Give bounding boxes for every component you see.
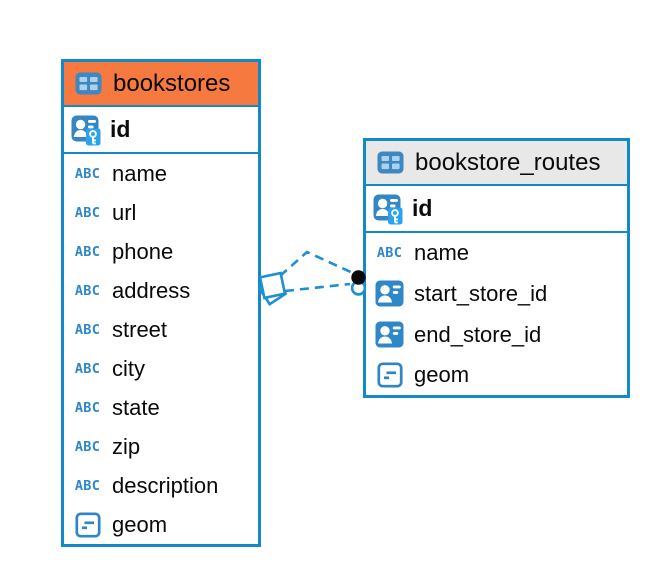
field-name: zip [112, 433, 141, 459]
primary-key-icon [71, 114, 102, 146]
text-type-icon: ABC [74, 477, 101, 494]
field-row[interactable]: geom [64, 505, 258, 544]
field-list: ABC name ABC url ABC phone ABC address A… [64, 154, 258, 544]
table-bookstores: bookstores id A [61, 59, 261, 547]
field-name: city [112, 355, 145, 381]
field-name: name [112, 160, 168, 186]
field-row[interactable]: ABC description [64, 466, 258, 505]
relationship-dot-marker[interactable] [350, 270, 367, 296]
field-name: start_store_id [414, 280, 548, 306]
reference-type-icon [374, 321, 405, 348]
field-name: description [112, 472, 219, 498]
field-row-pk[interactable]: id [366, 186, 627, 233]
field-row[interactable]: ABC city [64, 349, 258, 388]
field-name: geom [112, 511, 168, 537]
field-row[interactable]: ABC address [64, 271, 258, 310]
text-type-icon: ABC [74, 204, 101, 221]
field-row[interactable]: ABC url [64, 193, 258, 232]
field-name: geom [414, 362, 470, 387]
text-type-icon: ABC [74, 399, 101, 416]
field-name: phone [112, 238, 174, 264]
table-bookstores-header[interactable]: bookstores [64, 62, 258, 107]
text-type-icon: ABC [74, 282, 101, 299]
primary-key-icon [373, 193, 404, 225]
relationship-line[interactable] [279, 250, 354, 277]
field-row[interactable]: geom [366, 355, 627, 395]
field-row[interactable]: ABC state [64, 388, 258, 427]
table-icon [73, 72, 104, 95]
field-name: address [112, 277, 191, 303]
field-row[interactable]: end_store_id [366, 314, 627, 355]
reference-type-icon [374, 280, 405, 307]
table-bookstore-routes-header[interactable]: bookstore_routes [366, 141, 627, 186]
text-type-icon: ABC [74, 243, 101, 260]
table-name: bookstore_routes [415, 148, 601, 176]
field-list: ABC name start_store_id [366, 233, 627, 395]
field-row[interactable]: ABC name [64, 154, 258, 193]
text-type-icon: ABC [376, 245, 403, 261]
geometry-type-icon [374, 362, 405, 388]
table-bookstore-routes: bookstore_routes id [363, 138, 630, 398]
text-type-icon: ABC [74, 360, 101, 377]
relationship-diamond-marker[interactable] [257, 271, 288, 306]
field-row[interactable]: ABC phone [64, 232, 258, 271]
field-row-pk[interactable]: id [64, 107, 258, 154]
field-name: id [110, 116, 131, 142]
field-row[interactable]: ABC street [64, 310, 258, 349]
field-name: street [112, 316, 168, 342]
field-row[interactable]: start_store_id [366, 273, 627, 314]
field-name: end_store_id [414, 321, 542, 347]
field-name: url [112, 199, 137, 225]
text-type-icon: ABC [74, 438, 101, 455]
field-row[interactable]: ABC zip [64, 427, 258, 466]
relationship-line[interactable] [284, 282, 351, 293]
field-row[interactable]: ABC name [366, 233, 627, 273]
geometry-type-icon [72, 511, 103, 538]
field-name: state [112, 394, 160, 420]
table-icon [375, 151, 406, 174]
text-type-icon: ABC [74, 165, 101, 182]
field-name: name [414, 240, 470, 265]
table-name: bookstores [113, 69, 231, 97]
text-type-icon: ABC [74, 321, 101, 338]
field-name: id [412, 195, 433, 221]
